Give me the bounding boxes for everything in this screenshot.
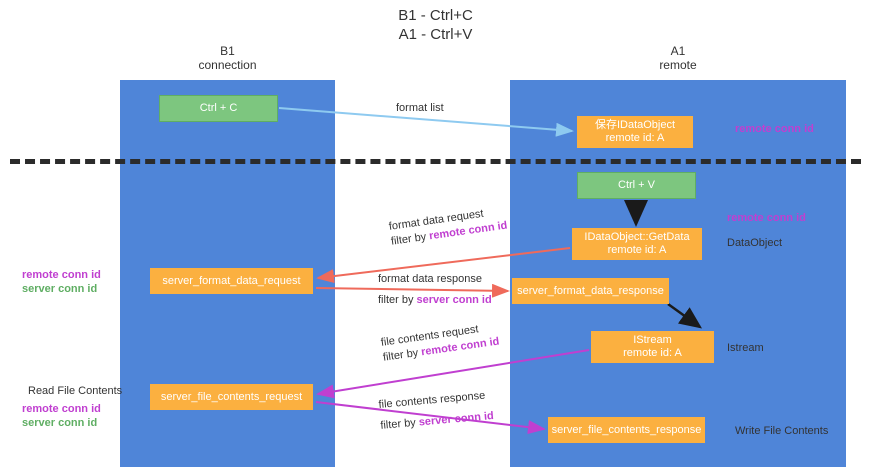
lane-header-b1-role: connection (198, 58, 257, 72)
node-ctrl-c-label: Ctrl + C (199, 102, 238, 114)
node-idataobject-getdata[interactable]: IDataObject::GetData remote id: A (572, 228, 702, 260)
node-server-format-data-response-label: server_format_data_response (517, 284, 664, 297)
edge-label-format-list-text: format list (396, 102, 444, 114)
node-idataobject-getdata-remote-id: remote id: A (607, 244, 667, 256)
edge-label-file-contents-response-filter: filter by server conn id (380, 409, 495, 434)
filter-prefix: filter by (379, 416, 420, 432)
lane-header-a1-role: remote (659, 58, 697, 72)
edge-label-format-data-request: format data request filter by remote con… (388, 204, 508, 250)
lane-header-a1: A1 remote (510, 44, 846, 72)
annotation-read-file-contents: Read File Contents (28, 385, 123, 397)
annotation-remote-conn-id-mid: remote conn id (727, 212, 806, 224)
annotation-server-conn-id-mid-left: server conn id (22, 283, 98, 295)
edge-label-file-contents-response-text: file contents response (378, 389, 486, 411)
lane-header-b1: B1 connection (120, 44, 335, 72)
annotation-remote-conn-id-bottom-left: remote conn id (22, 403, 101, 415)
lane-header-a1-name: A1 (670, 44, 686, 58)
node-save-idataobject[interactable]: 保存IDataObject remote id: A (577, 116, 693, 148)
node-istream-remote-id: remote id: A (623, 347, 682, 359)
node-server-format-data-request[interactable]: server_format_data_request (150, 268, 313, 294)
annotation-write-file-contents: Write File Contents (735, 425, 829, 437)
annotation-conn-ids-bottom: remote conn id server conn id (22, 402, 101, 430)
page-title: B1 - Ctrl+C A1 - Ctrl+V (0, 6, 871, 44)
node-ctrl-v[interactable]: Ctrl + V (577, 172, 696, 199)
annotation-server-conn-id-bottom-left: server conn id (22, 417, 98, 429)
annotation-remote-conn-id-top: remote conn id (735, 123, 814, 135)
annotation-dataobject: DataObject (727, 237, 783, 249)
phase-divider (10, 159, 861, 164)
node-istream[interactable]: IStream remote id: A (591, 331, 714, 363)
filter-prefix: filter by (390, 230, 431, 248)
node-ctrl-c[interactable]: Ctrl + C (159, 95, 278, 122)
node-server-format-data-request-label: server_format_data_request (162, 274, 301, 287)
node-server-file-contents-request-label: server_file_contents_request (160, 390, 303, 403)
page-title-line1: B1 - Ctrl+C (398, 7, 473, 24)
filter-key-server-conn-id: server conn id (418, 410, 495, 429)
node-idataobject-getdata-label: IDataObject::GetData (584, 231, 690, 243)
node-server-format-data-response[interactable]: server_format_data_response (512, 278, 669, 304)
annotation-istream: Istream (727, 342, 764, 354)
node-ctrl-v-label: Ctrl + V (618, 179, 655, 191)
node-server-file-contents-response[interactable]: server_file_contents_response (548, 417, 705, 443)
edge-label-file-contents-request: file contents request filter by remote c… (380, 320, 500, 366)
page-title-line2: A1 - Ctrl+V (398, 26, 473, 43)
lane-header-b1-name: B1 (220, 44, 235, 58)
node-server-file-contents-request[interactable]: server_file_contents_request (150, 384, 313, 410)
edge-label-format-data-response: format data response filter by server co… (378, 272, 492, 308)
edge-label-format-list: format list (396, 101, 444, 116)
node-server-file-contents-response-label: server_file_contents_response (551, 423, 702, 436)
annotation-conn-ids-mid: remote conn id server conn id (22, 268, 101, 296)
node-istream-label: IStream (633, 334, 672, 346)
filter-prefix: filter by (382, 346, 423, 364)
filter-key-server-conn-id: server conn id (416, 294, 492, 306)
node-save-idataobject-remote-id: remote id: A (605, 132, 665, 144)
filter-prefix: filter by (378, 294, 417, 306)
edge-label-format-data-response-text: format data response (378, 273, 482, 285)
edge-label-format-data-response-filter: filter by server conn id (378, 293, 492, 308)
node-save-idataobject-label: 保存IDataObject (594, 119, 676, 131)
annotation-remote-conn-id-mid-left: remote conn id (22, 269, 101, 281)
edge-label-file-contents-response: file contents response filter by server … (378, 388, 494, 434)
